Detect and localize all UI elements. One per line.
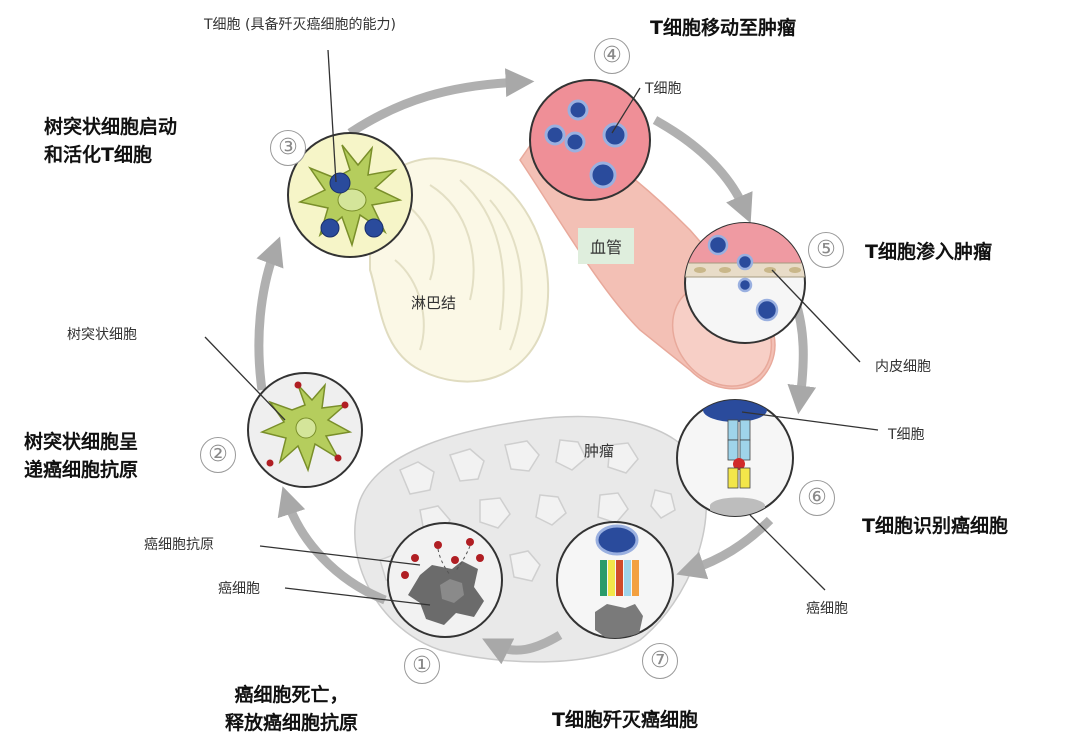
step-number-2: ② [200,437,236,473]
dendritic-cell-label: 树突状细胞 [67,327,137,343]
step-1-title: 癌细胞死亡， 释放癌细胞抗原 [225,684,359,734]
step-5-title: T细胞渗入肿瘤 [865,241,992,263]
step-number-7: ⑦ [642,643,678,679]
t-cell-infiltration-illustration [684,222,806,344]
step-6-title: T细胞识别癌细胞 [862,515,1008,537]
step-number-4: ④ [594,38,630,74]
endothelial-cell-label: 内皮细胞 [875,359,931,375]
t-cell-killing-illustration [556,521,674,639]
lymph-node-label: 淋巴结 [411,294,457,312]
cycle-arrows [254,68,817,665]
step-7-title: T细胞歼灭癌细胞 [552,709,698,731]
step-number-6: ⑥ [799,480,835,516]
step-4-title: T细胞移动至肿瘤 [650,17,796,39]
cancer-cell-death-illustration [387,522,503,638]
step-number-5: ⑤ [808,232,844,268]
step-2-title: 树突状细胞呈 递癌细胞抗原 [24,431,139,481]
dendritic-t-cell-activation-illustration [287,132,413,258]
lymph-node [367,157,550,383]
cancer-cell-recognition-label: 癌细胞 [806,601,848,617]
dendritic-cell-antigen-illustration [247,372,363,488]
t-cells-in-vessel-illustration [529,79,651,201]
step-number-3: ③ [270,130,306,166]
step-number-1: ① [404,648,440,684]
t-cell-ability-label: T细胞 (具备歼灭癌细胞的能力) [204,17,396,33]
tumor-label: 肿瘤 [584,442,615,460]
step-3-title: 树突状细胞启动 和活化T细胞 [44,116,178,166]
cancer-cell-label: 癌细胞 [218,581,260,597]
leader-lines [204,49,879,606]
cancer-antigen-label: 癌细胞抗原 [144,537,214,553]
blood-vessel-label: 血管 [578,228,635,264]
t-cell-recognition-label: T细胞 [888,427,925,443]
t-cell-recognition-illustration [676,399,794,517]
t-cell-vessel-label: T细胞 [645,81,682,97]
